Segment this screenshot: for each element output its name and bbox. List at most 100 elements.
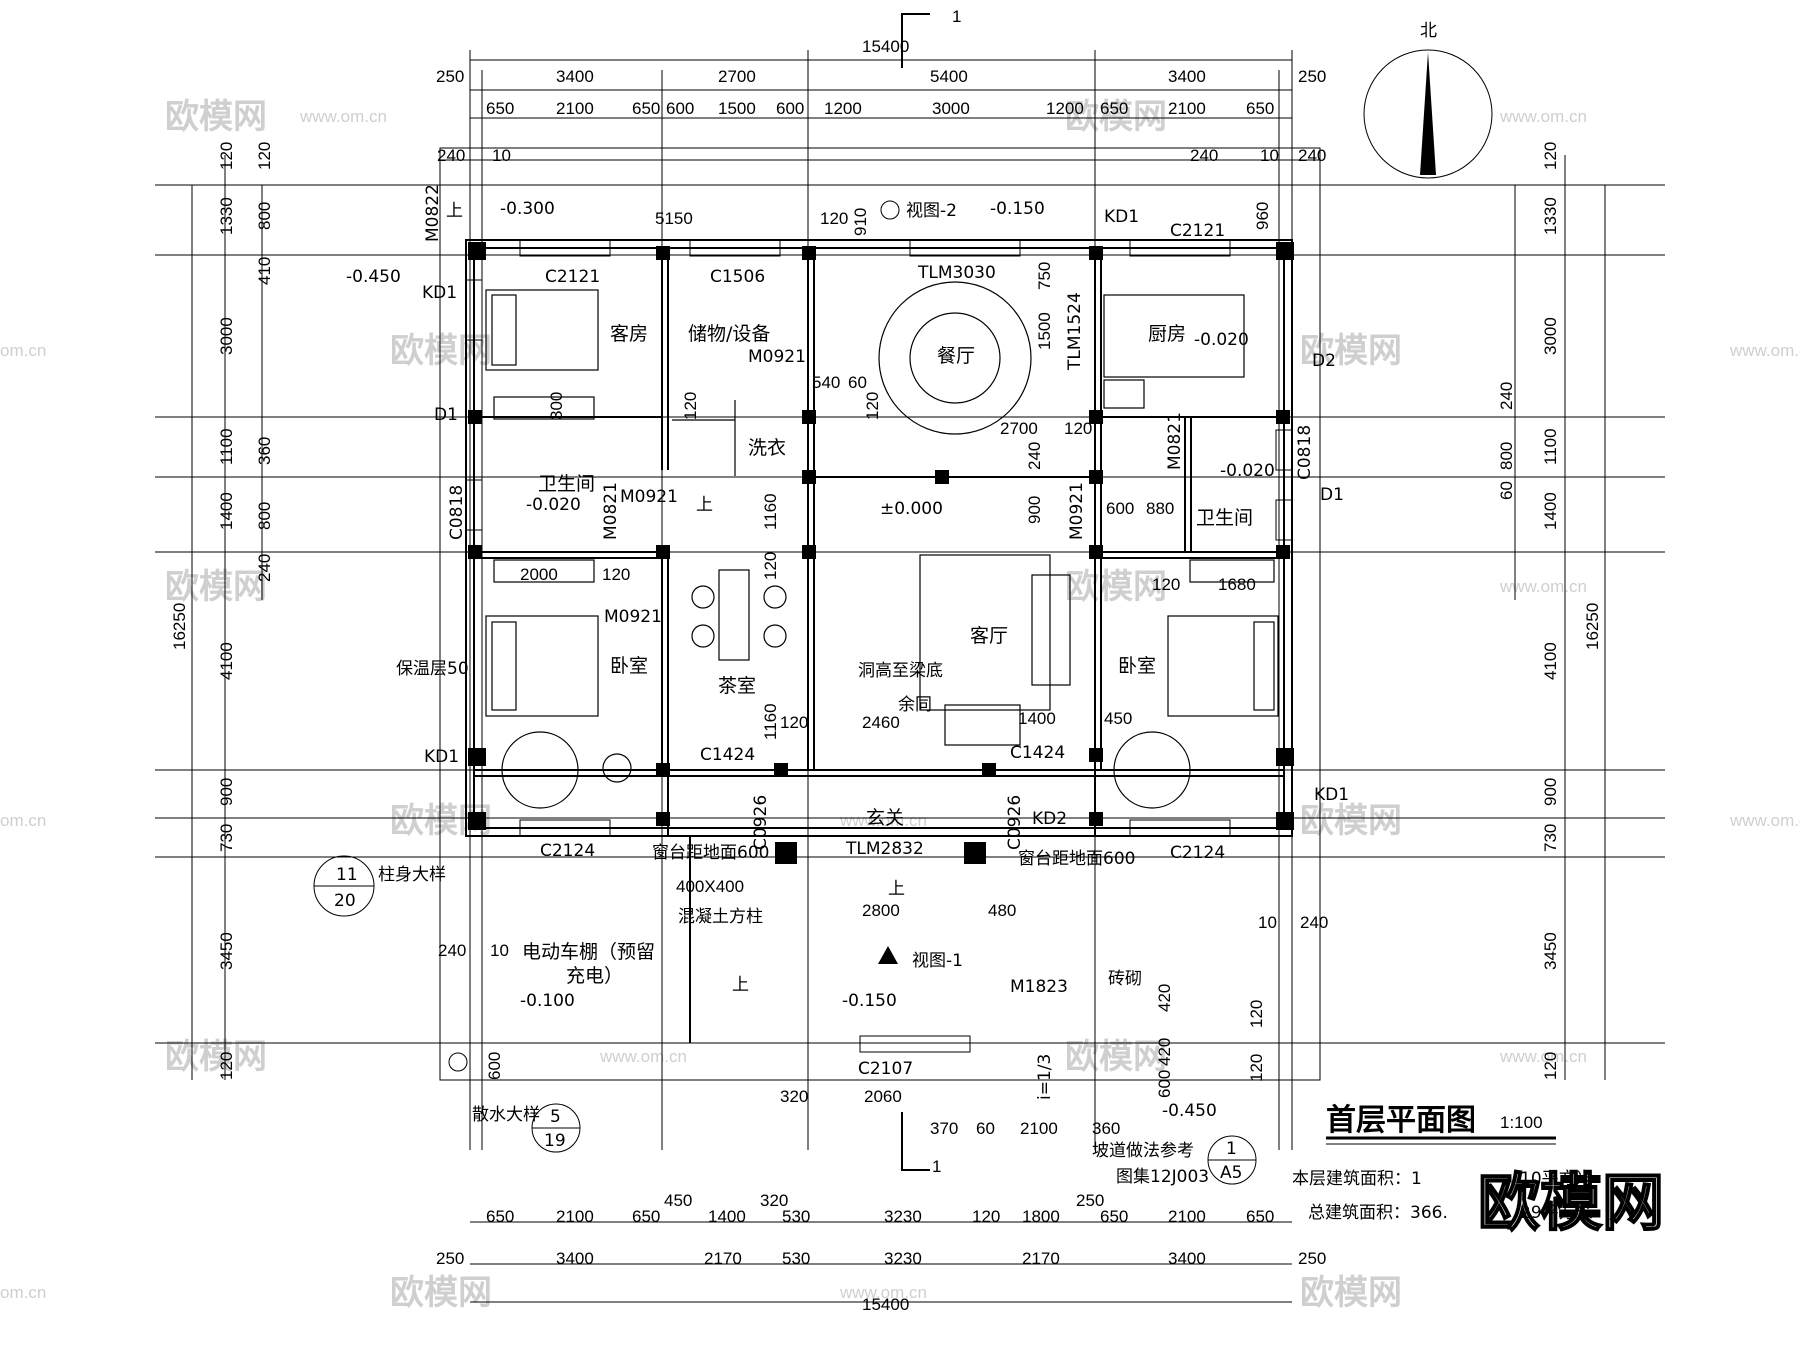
dim-label: 10 [1258,913,1277,932]
title-block: 首层平面图 1:100 本层建筑面积：1 10平方米 总建筑面积：366. 29… [1292,1103,1665,1240]
floor-area: 本层建筑面积：1 [1292,1169,1422,1189]
up-mark: 上 [696,495,713,515]
view-label: 视图-1 [912,951,963,971]
dim-label: 120 [681,392,700,420]
window-code: KD1 [1104,207,1139,227]
dim-label: 600 [1106,499,1134,518]
dim-label: 120 [1541,142,1560,170]
watermark: 欧模网 [390,1273,492,1313]
watermark: 欧模网 [165,567,267,607]
dim-label: 420 [1155,1038,1174,1066]
section-label: 1 [952,7,961,26]
room-kitchen: 厨房 [1148,323,1186,345]
dim-label: 650 [632,99,660,118]
dim-label: 480 [988,901,1016,920]
dim-label: 240 [1025,442,1044,470]
dim-label: 960 [1253,202,1272,230]
dim-label: 530 [782,1207,810,1226]
window-code: D2 [1312,351,1336,371]
watermark: 欧模网 [1065,97,1167,137]
dim-label: 730 [1541,824,1560,852]
dim-label: 1400 [708,1207,746,1226]
dim-label: 2100 [1168,99,1206,118]
level-mark: -0.020 [526,495,581,515]
dim-label: 650 [1246,1207,1274,1226]
watermark: 欧模网 [1300,1273,1402,1313]
dim-label: 600 [666,99,694,118]
watermark-url: www.om.cn [299,107,387,126]
level-mark: -0.020 [1194,330,1249,350]
up-mark: 上 [888,879,905,899]
door-code: M0821 [601,482,621,540]
door-code: TLM3030 [917,263,996,283]
room-bath-right: 卫生间 [1196,507,1253,529]
brick-note: 砖砌 [1108,969,1142,989]
dim-label: 900 [217,778,236,806]
column-note: 混凝土方柱 [678,907,763,927]
north-label: 北 [1420,21,1437,41]
dim-label: 2100 [556,1207,594,1226]
dim-label: 3230 [884,1249,922,1268]
door-code: M0921 [620,487,678,507]
dim-label: 540 [812,373,840,392]
dim-label: 650 [486,1207,514,1226]
dim-label: 120 [217,1052,236,1080]
door-code: TLM1524 [1065,292,1085,371]
dim-label: 1500 [1035,312,1054,350]
dim-overall-right: 16250 [1583,603,1602,650]
dim-label: 3000 [932,99,970,118]
dim-label: 3400 [556,1249,594,1268]
dim-label: 1200 [824,99,862,118]
dim-label: 2060 [864,1087,902,1106]
dim-label: 3000 [217,317,236,355]
dim-label: 360 [255,437,274,465]
door-code: M0822 [423,184,443,242]
dim-label: 1680 [1218,575,1256,594]
level-mark: -0.150 [842,991,897,1011]
dim-label: 250 [1076,1191,1104,1210]
watermark-url: www.om.cn [839,1283,927,1302]
drawing-title: 首层平面图 [1326,1103,1476,1138]
door-code: TLM2832 [845,839,924,859]
up-mark: 上 [446,201,463,221]
dim-label: 60 [976,1119,995,1138]
dim-label: 250 [436,1249,464,1268]
window-code: C2121 [545,267,600,287]
dim-label: 250 [436,67,464,86]
dim-label: 600 [485,1052,504,1080]
sill-note: 窗台距地面600 [1018,849,1135,869]
drawing-scale: 1:100 [1500,1113,1543,1132]
dim-label: 450 [664,1191,692,1210]
door-code: M0921 [1067,482,1087,540]
room-carport-2: 充电） [566,965,623,987]
dim-label: 650 [1100,99,1128,118]
dim-label: 1330 [217,197,236,235]
watermark: 欧模网 [165,97,267,137]
room-laundry: 洗衣 [748,437,786,459]
watermark-url: om.cn [0,341,46,360]
detail-title: 柱身大样 [378,865,446,885]
dim-label: 750 [1035,262,1054,290]
dim-label: 1200 [1046,99,1084,118]
dim-label: 1330 [1541,197,1560,235]
slope-note: i=1/3 [1035,1054,1055,1100]
room-guest: 客房 [610,323,648,345]
dim-label: 120 [255,142,274,170]
room-bath-left: 卫生间 [538,473,595,495]
dim-label: 880 [1146,499,1174,518]
dim-label: 3450 [1541,932,1560,970]
dim-label: 650 [1100,1207,1128,1226]
dim-label: 2000 [520,565,558,584]
dim-label: 1500 [718,99,756,118]
detail-sheet: 19 [544,1131,566,1151]
dim-label: 4100 [1541,642,1560,680]
drain-marker [448,1052,468,1072]
dim-label: 420 [1155,984,1174,1012]
room-bedroom-right: 卧室 [1118,655,1156,677]
interior-walls [474,248,1284,1043]
left-dimensions: 120 1330 3000 1100 1400 4100 900 730 345… [170,142,274,1080]
window-code: C2121 [1170,221,1225,241]
detail-number: 5 [550,1107,561,1127]
dim-label: 900 [1541,778,1560,806]
